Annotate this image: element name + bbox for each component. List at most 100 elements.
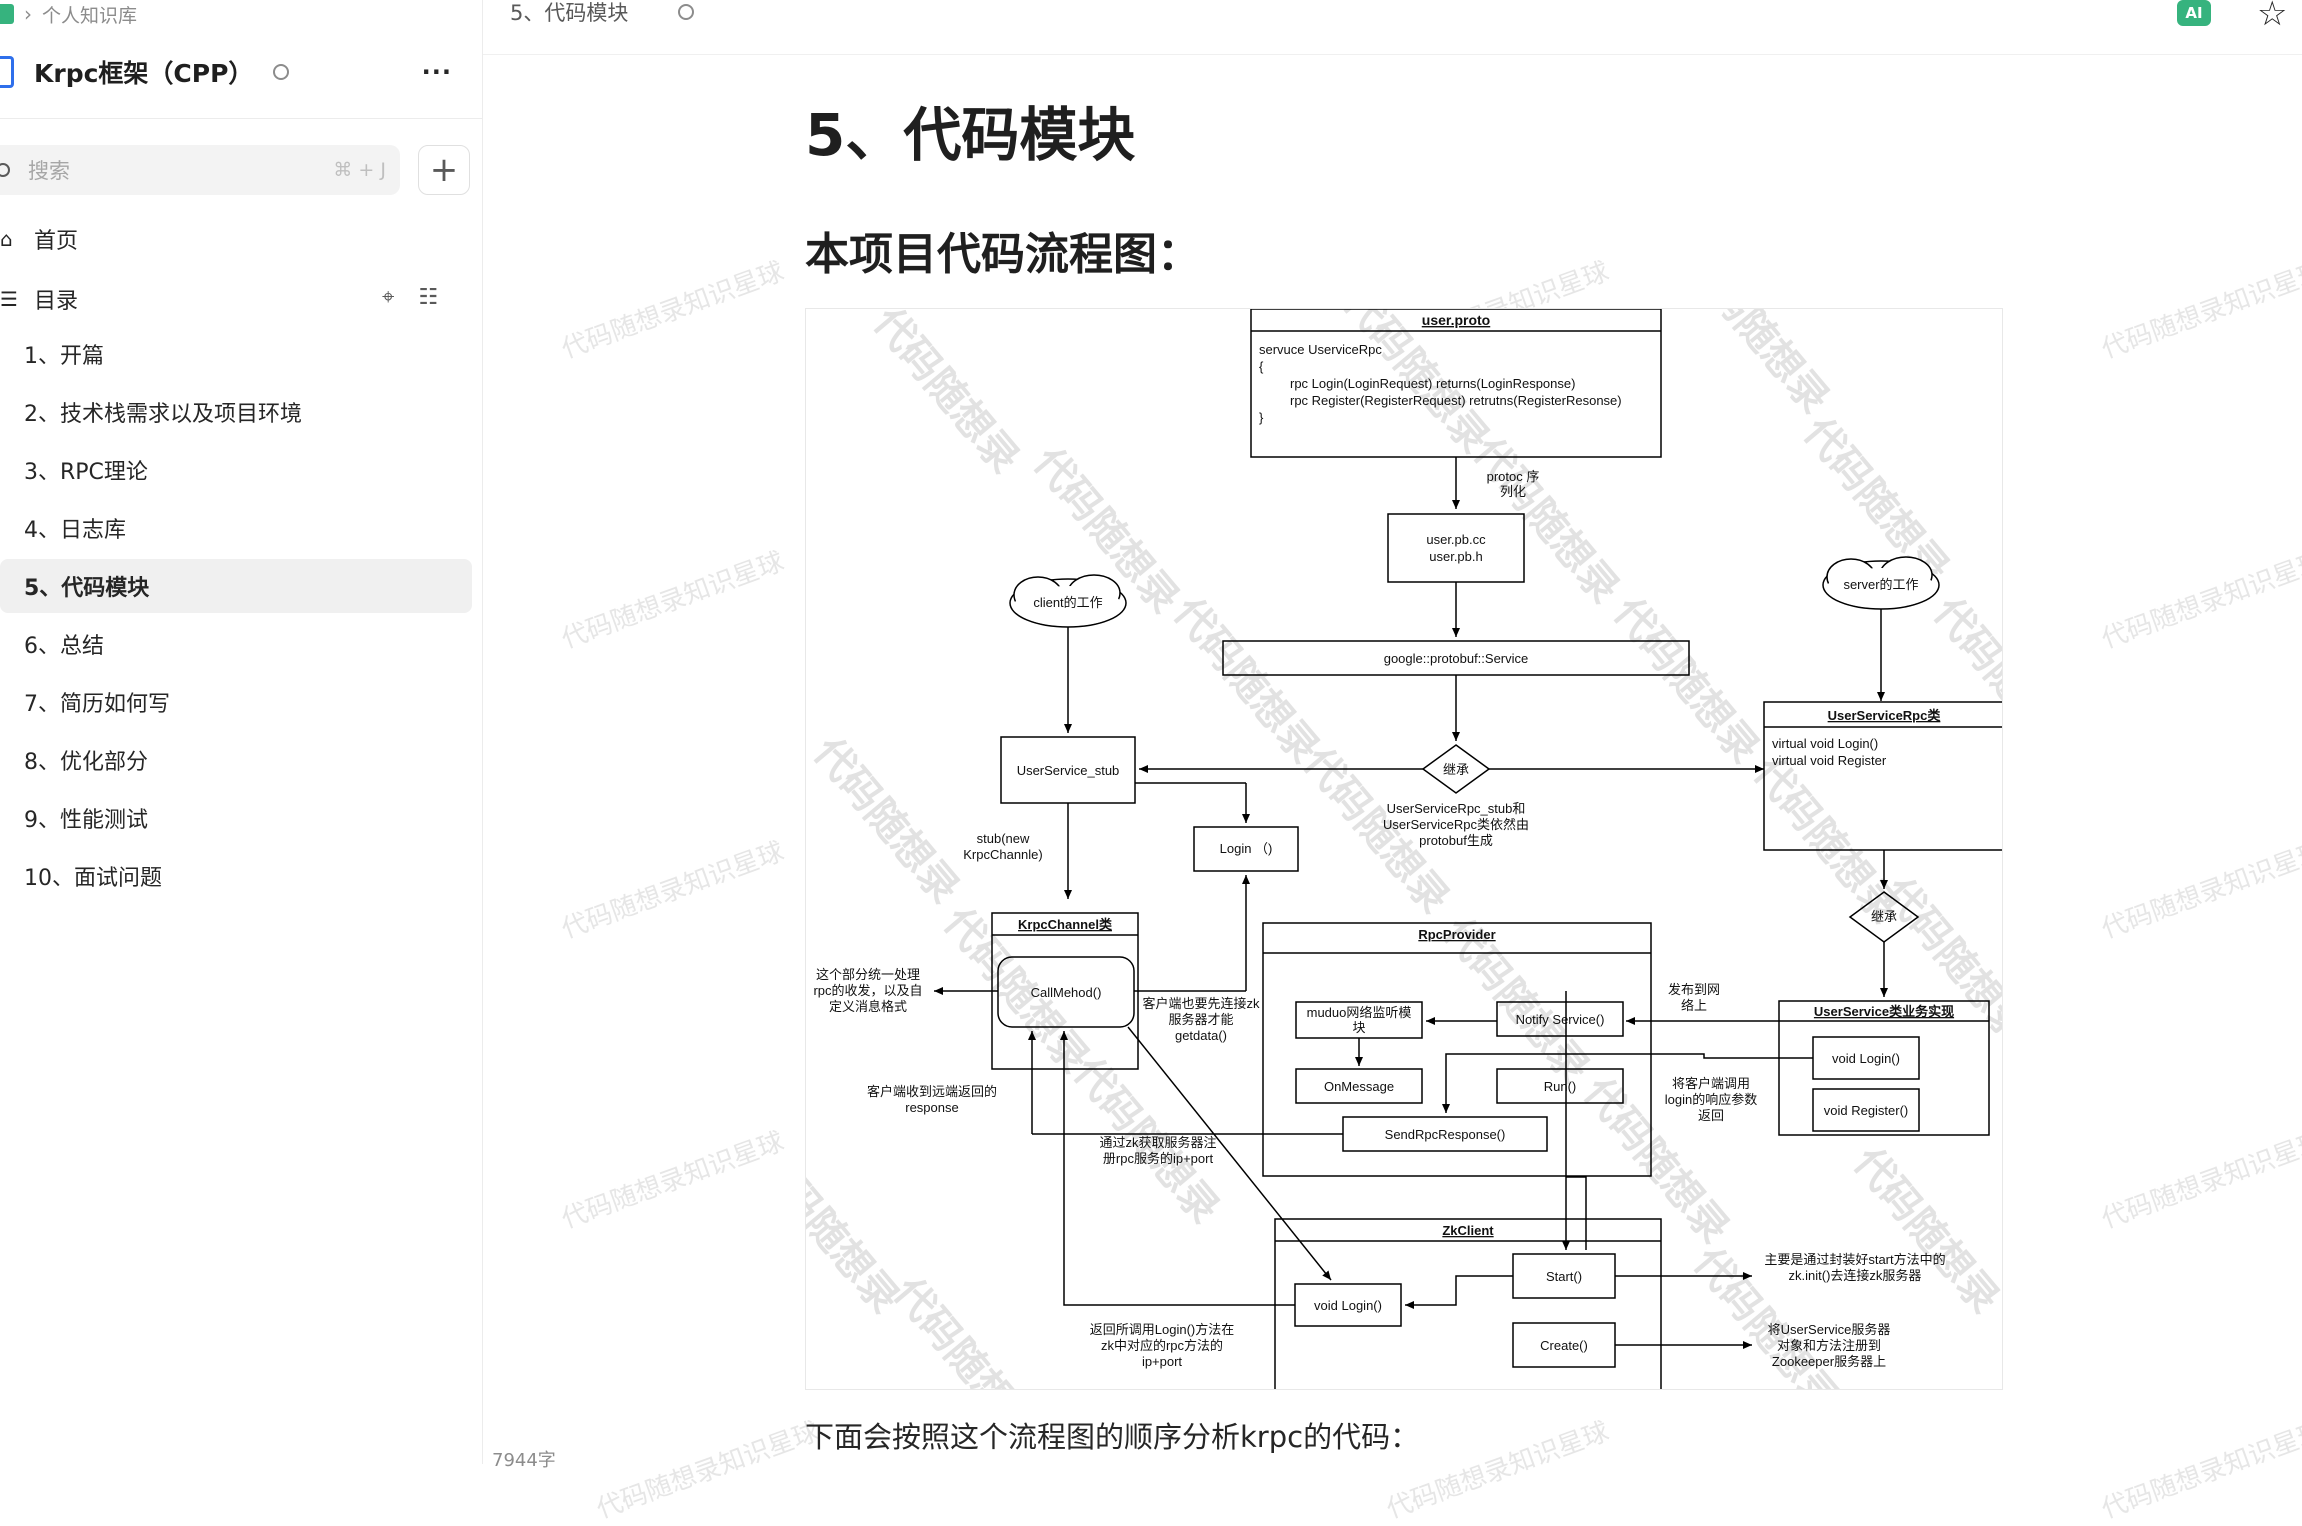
visibility-icon[interactable] [678,4,695,20]
onmessage-label: OnMessage [1324,1079,1394,1094]
search-shortcut: ⌘ + J [333,159,386,181]
pb-files-box [1387,513,1525,583]
proto-line: rpc Login(LoginRequest) returns(LoginRes… [1290,376,1575,391]
page-title: 5、代码模块 [805,101,1136,169]
login-return-note: 返回所调用Login()方法在 [1090,1322,1234,1337]
locate-icon[interactable]: ⌖ [382,285,395,310]
diagram-watermark: 代码随想录 [806,729,967,911]
more-options-button[interactable]: ··· [421,58,452,86]
create-label: Create() [1540,1338,1588,1353]
muduo-label: muduo网络监听模 [1307,1005,1412,1020]
proto-line: { [1259,359,1264,374]
start-note: 主要是通过封装好start方法中的 [1764,1252,1945,1267]
word-count: 7944字 [492,1450,556,1471]
star-icon[interactable]: ☆ [2257,0,2288,34]
return-note: 返回 [1698,1108,1724,1123]
diagram-watermark: 代码随想录 [1924,589,2003,771]
watermark: 代码随想录知识星球 [557,1126,788,1235]
diagram-watermark: 代码随想录 [1674,309,1837,421]
toc-item[interactable]: 4、日志库 [24,518,126,543]
breadcrumb-label[interactable]: 个人知识库 [42,4,138,27]
toc-item[interactable]: 8、优化部分 [24,750,148,775]
diagram-watermark: 代码随想录 [864,309,1027,481]
return-note: login的响应参数 [1665,1092,1757,1107]
stub-label: UserService_stub [1017,763,1120,778]
send-label: SendRpcResponse() [1385,1127,1506,1142]
proto-line: rpc Register(RegisterRequest) retrutns(R… [1290,393,1622,408]
home-icon: ⌂ [0,227,13,251]
rpc-class-title: UserServiceRpc类 [1828,708,1942,723]
stub-note: KrpcChannle) [963,847,1043,862]
channel-note: 这个部分统一处理 [816,967,920,982]
doc-breadcrumb: 5、代码模块 [510,0,695,25]
diagram-watermark: 代码随想录 [1844,1139,2003,1321]
breadcrumb[interactable]: › 个人知识库 [0,0,137,28]
login-return-note: zk中对应的rpc方法的 [1101,1338,1223,1353]
body-paragraph: 下面会按照这个流程图的顺序分析krpc的代码： [805,1420,1420,1454]
inherit-label-2: 继承 [1871,909,1897,924]
diagram-watermark: 代码随想录 [1604,589,1767,771]
divider [0,118,482,119]
client-connect-note: 服务器才能 [1168,1012,1233,1027]
biz-login: void Login() [1832,1051,1900,1066]
biz-box [1778,1000,1990,1136]
response-note: 客户端收到远端返回的 [867,1084,997,1099]
publish-note: 发布到网 [1668,982,1720,997]
watermark: 代码随想录知识星球 [2097,1416,2302,1525]
channel-note: 定义消息格式 [829,999,907,1014]
toc-item[interactable]: 3、RPC理论 [24,460,148,485]
search-input[interactable]: 搜索 ⌘ + J [0,145,400,195]
toc-item[interactable]: 2、技术栈需求以及项目环境 [24,402,302,427]
knowledge-base-title[interactable]: Krpc框架（CPP） [34,59,254,88]
zk-ip-note: 通过zk获取服务器注 [1099,1135,1216,1150]
toc-item[interactable]: 7、简历如何写 [24,692,170,717]
watermark: 代码随想录知识星球 [557,836,788,945]
server-cloud-label: server的工作 [1843,577,1918,592]
zk-title: ZkClient [1442,1223,1494,1238]
book-icon [0,56,14,88]
protoc-label: 列化 [1500,484,1526,499]
toc-item[interactable]: 10、面试问题 [24,866,162,891]
protoc-label: protoc 序 [1487,469,1540,484]
return-note: 将客户端调用 [1672,1076,1750,1091]
diagram-watermark: 代码随想录 [1874,869,2003,1051]
doc-breadcrumb-label[interactable]: 5、代码模块 [510,1,629,25]
biz-title: UserService类业务实现 [1814,1004,1954,1019]
toc-item[interactable]: 6、总结 [24,634,104,659]
vlogin-label: void Login() [1314,1298,1382,1313]
channel-title: KrpcChannel类 [1018,917,1113,932]
nav-toc[interactable]: ☰ 目录 [0,277,78,321]
nav-toc-label: 目录 [34,289,79,314]
collapse-toc-icon[interactable]: ☷ [418,285,439,310]
notify-label: Notify Service() [1516,1012,1605,1027]
client-connect-note: getdata() [1175,1028,1227,1043]
muduo-label: 块 [1352,1020,1365,1035]
start-label: Start() [1546,1269,1582,1284]
watermark: 代码随想录知识星球 [2097,836,2302,945]
login-return-note: ip+port [1142,1354,1182,1369]
channel-note: rpc的收发，以及自 [813,983,922,998]
inherit-note: protobuf生成 [1419,833,1493,848]
watermark: 代码随想录知识星球 [557,256,788,365]
create-note: 将UserService服务器 [1768,1322,1891,1337]
ai-button[interactable]: AI [2177,0,2211,26]
section-heading: 本项目代码流程图： [805,229,1201,280]
watermark: 代码随想录知识星球 [592,1416,823,1525]
toc-item[interactable]: 5、代码模块 [0,559,472,613]
toc-item[interactable]: 1、开篇 [24,344,104,369]
start-note: zk.init()去连接zk服务器 [1789,1268,1922,1283]
nav-home[interactable]: ⌂ 首页 [0,217,78,261]
add-button[interactable]: + [418,145,470,195]
sidebar: › 个人知识库 Krpc框架（CPP） ··· 搜索 ⌘ + J + ⌂ 首页 … [0,0,483,1464]
client-cloud [1009,574,1127,628]
pb-file: user.pb.h [1429,549,1483,564]
inherit-note: UserServiceRpc_stub和 [1387,801,1526,816]
stub-note: stub(new [977,831,1030,846]
inherit-diamond [1421,744,1491,794]
run-label: Run() [1544,1079,1577,1094]
client-connect-note: 客户端也要先连接zk [1142,996,1260,1011]
visibility-icon[interactable] [273,64,290,80]
toc-item[interactable]: 9、性能测试 [24,808,148,833]
publish-note: 络上 [1681,998,1707,1013]
knowledge-base-icon [0,4,14,24]
